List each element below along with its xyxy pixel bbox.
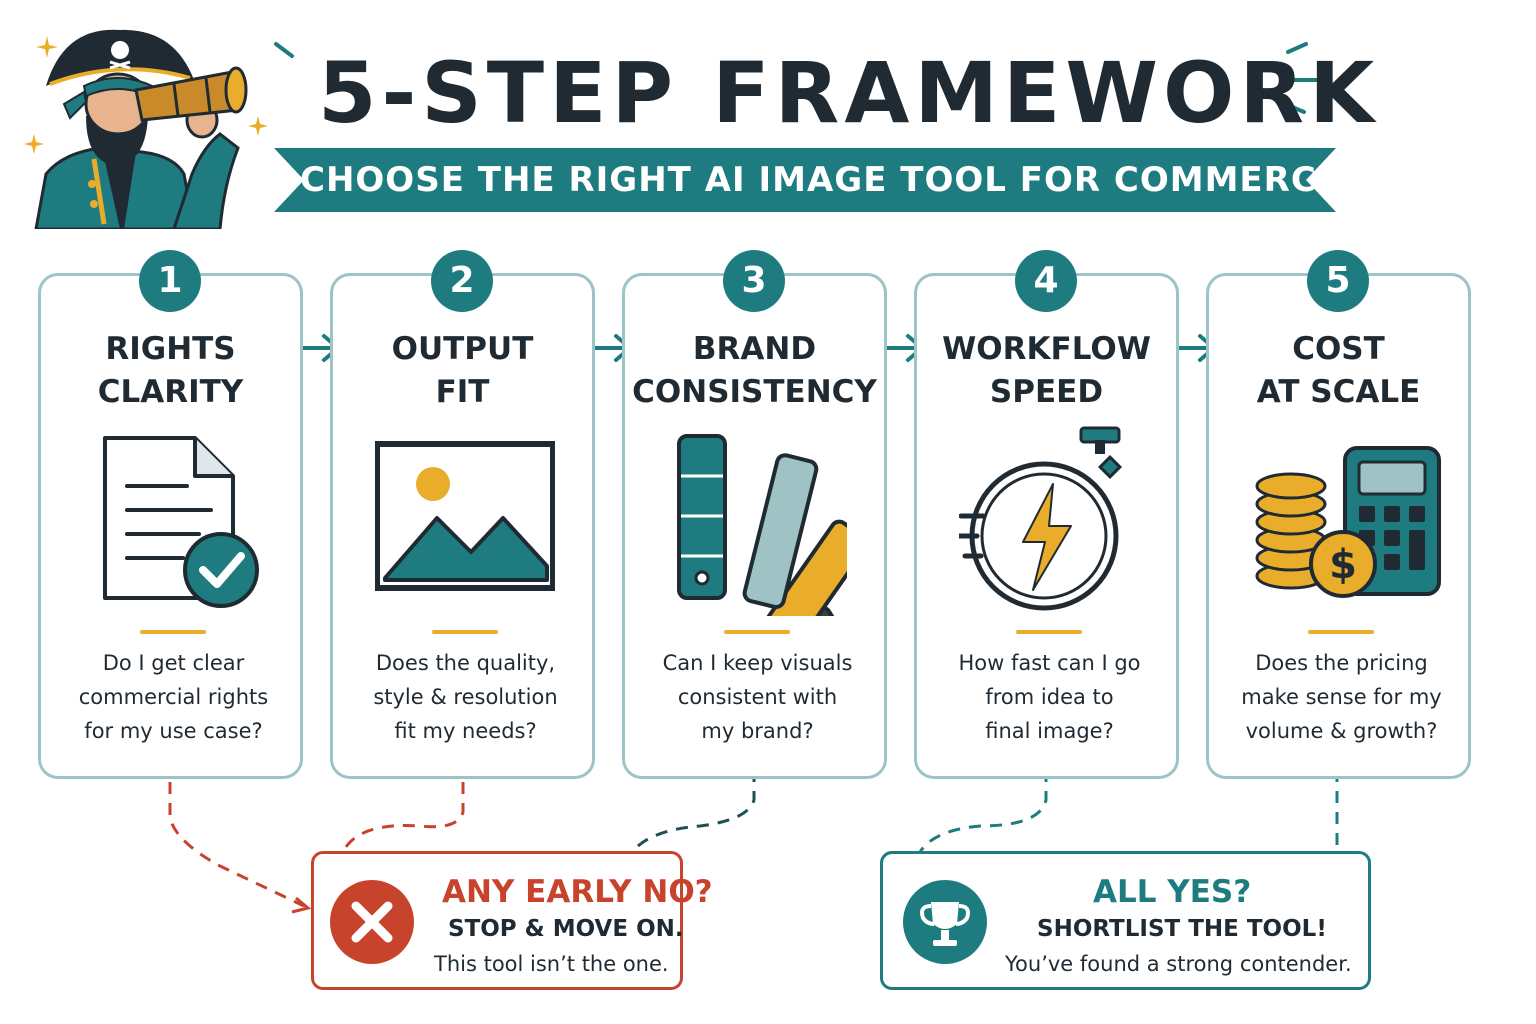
step-number-badge: 5: [1307, 250, 1369, 312]
connector-step3-no: [630, 770, 756, 853]
step-card-5: COST AT SCALE $ Does t: [1206, 273, 1471, 779]
outcome-yes-box: ALL YES? SHORTLIST THE TOOL! You’ve foun…: [880, 851, 1371, 990]
step-divider: [1308, 630, 1374, 634]
outcome-yes-heading: ALL YES?: [1093, 874, 1252, 910]
step-divider: [1016, 630, 1082, 634]
connector-arrowhead: [291, 896, 312, 914]
step-question: How fast can I go from idea to final ima…: [958, 651, 1141, 743]
document-check-icon: [83, 426, 263, 616]
title-accent-mark: [274, 42, 294, 58]
sparkle-icon: [24, 134, 44, 154]
connector-step4-yes: [918, 770, 1048, 853]
step-number-badge: 2: [431, 250, 493, 312]
step-card-3: BRAND CONSISTENCY Can I keep visuals con…: [622, 273, 887, 779]
step-title: COST AT SCALE: [1256, 331, 1421, 410]
step-divider: [140, 630, 206, 634]
outcome-no-heading: ANY EARLY NO?: [442, 874, 713, 910]
sparkle-icon: [36, 36, 58, 58]
outcome-no-box: ANY EARLY NO? STOP & MOVE ON. This tool …: [311, 851, 713, 990]
color-swatch-icon: [667, 426, 869, 693]
outcome-no-subheading: STOP & MOVE ON.: [448, 916, 684, 942]
step-card-2: OUTPUT FIT Does the quality, style & res…: [330, 273, 595, 779]
image-icon: [374, 426, 556, 616]
step-number-badge: 1: [139, 250, 201, 312]
step-question: Does the quality, style & resolution fit…: [373, 651, 558, 743]
step-card-1: RIGHTS CLARITY Do I get clear commercial…: [38, 273, 303, 779]
subtitle-ribbon: [274, 148, 1336, 212]
step-question: Does the pricing make sense for my volum…: [1241, 651, 1442, 743]
step-title: RIGHTS CLARITY: [97, 331, 244, 410]
step-number-badge: 4: [1015, 250, 1077, 312]
step-title: OUTPUT FIT: [391, 331, 534, 410]
step-question: Can I keep visuals consistent with my br…: [662, 651, 853, 743]
connector-step1-no: [168, 782, 305, 908]
trophy-icon: [901, 878, 989, 966]
connector-step2-no: [342, 782, 465, 851]
outcome-yes-subheading: SHORTLIST THE TOOL!: [1037, 916, 1327, 942]
pirate-telescope-icon: [24, 24, 274, 231]
step-number-badge: 3: [723, 250, 785, 312]
stopwatch-lightning-icon: [950, 426, 1139, 616]
step-card-4: WORKFLOW SPEED How fast can I go from id…: [914, 273, 1179, 779]
x-circle-icon: [328, 878, 416, 966]
step-divider: [432, 630, 498, 634]
outcome-no-note: This tool isn’t the one.: [434, 952, 669, 976]
svg-text:$: $: [1329, 542, 1357, 588]
step-divider: [724, 630, 790, 634]
sparkle-icon: [248, 116, 268, 136]
page-subtitle: CHOOSE THE RIGHT AI IMAGE TOOL FOR COMME…: [300, 160, 1472, 200]
step-question: Do I get clear commercial rights for my …: [78, 651, 269, 743]
coins-calculator-icon: $: [1251, 426, 1441, 616]
page-title: 5-STEP FRAMEWORK: [318, 44, 1380, 142]
outcome-yes-note: You’ve found a strong contender.: [1005, 952, 1352, 976]
step-title: WORKFLOW SPEED: [942, 331, 1151, 410]
step-title: BRAND CONSISTENCY: [632, 331, 877, 410]
title-accent-mark: [1282, 42, 1320, 114]
